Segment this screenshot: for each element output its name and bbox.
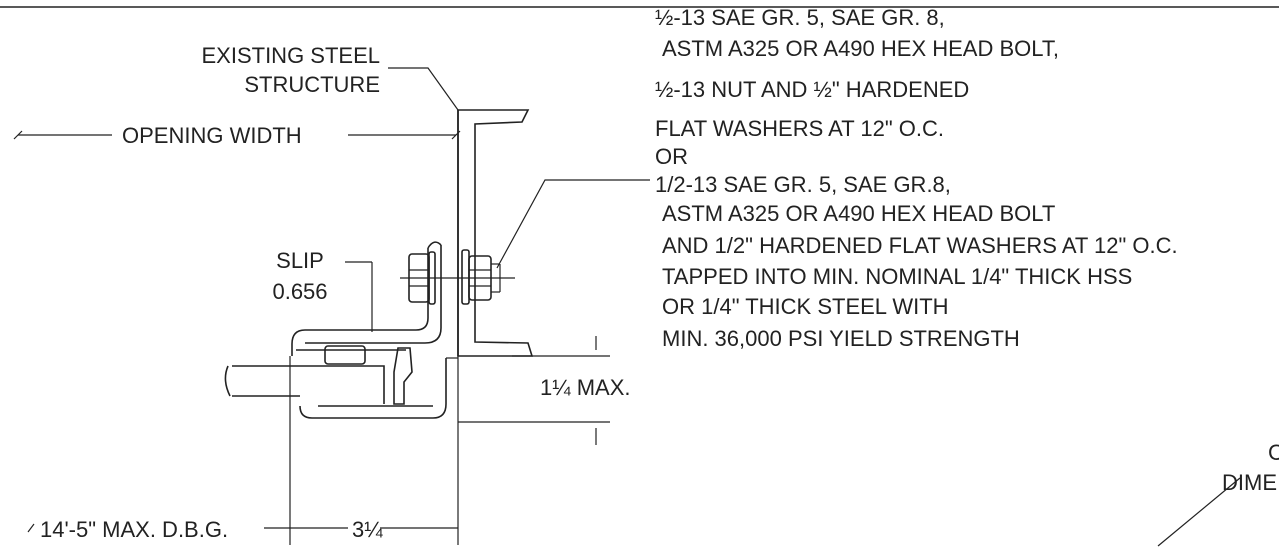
bolt-note: ½-13 SAE GR. 5, SAE GR. 8, ASTM A325 OR … <box>655 5 1178 351</box>
max-dbg-label: 14'-5" MAX. D.B.G. <box>40 517 228 542</box>
slip-value: 0.656 <box>272 279 327 304</box>
existing-steel-channel <box>457 109 534 357</box>
clipped-label-line2: DIME <box>1222 470 1277 495</box>
max-offset-label: 1¼ MAX. <box>540 375 630 400</box>
bolt-note-line5: OR <box>655 144 688 169</box>
slip-dimension <box>345 261 373 332</box>
sill-angle <box>299 357 458 419</box>
bottom-dimensions <box>27 356 459 545</box>
existing-structure-leader <box>388 67 459 111</box>
opening-width-label: OPENING WIDTH <box>122 123 302 148</box>
bolt-note-line9: TAPPED INTO MIN. NOMINAL 1/4" THICK HSS <box>662 264 1132 289</box>
slip-label: SLIP <box>276 248 324 273</box>
bolt-note-line10: OR 1/4" THICK STEEL WITH <box>662 294 949 319</box>
existing-structure-label-line1: EXISTING STEEL <box>202 43 381 68</box>
bolt-note-line11: MIN. 36,000 PSI YIELD STRENGTH <box>662 326 1020 351</box>
bolt-note-line1: ½-13 SAE GR. 5, SAE GR. 8, <box>655 5 945 30</box>
bolt-note-line3: ½-13 NUT AND ½" HARDENED <box>655 77 969 102</box>
clipped-callout-leader <box>1157 477 1241 547</box>
bolt-note-line6: 1/2-13 SAE GR. 5, SAE GR.8, <box>655 172 951 197</box>
bolt-note-line2: ASTM A325 OR A490 HEX HEAD BOLT, <box>662 36 1059 61</box>
bolt-note-line8: AND 1/2" HARDENED FLAT WASHERS AT 12" O.… <box>662 233 1178 258</box>
angle-bracket <box>291 241 442 356</box>
bolt-note-line4: FLAT WASHERS AT 12" O.C. <box>655 116 944 141</box>
existing-structure-label-line2: STRUCTURE <box>244 72 380 97</box>
bolt-assembly <box>400 249 515 305</box>
clipped-label-line1: C <box>1268 440 1279 465</box>
bracket-leg-label: 3¼ <box>352 517 383 542</box>
max-offset-dimension <box>458 336 610 445</box>
bolt-note-leader <box>496 179 650 269</box>
door-leaf <box>224 345 413 405</box>
bolt-note-line7: ASTM A325 OR A490 HEX HEAD BOLT <box>662 201 1055 226</box>
opening-width-dimension <box>13 130 461 140</box>
